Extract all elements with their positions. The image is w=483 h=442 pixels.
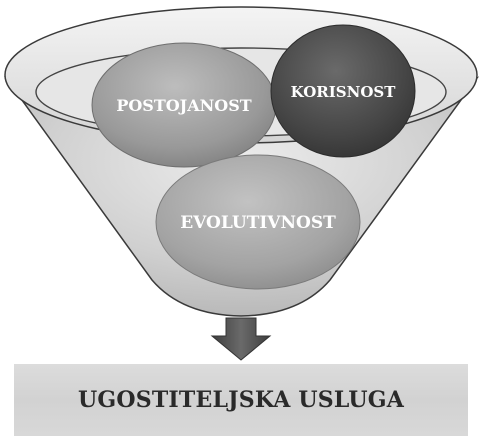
oval-evolutivnost: EVOLUTIVNOST <box>155 154 361 290</box>
down-arrow-icon <box>210 317 272 361</box>
oval-label-korisnost: KORISNOST <box>291 83 397 101</box>
oval-korisnost: KORISNOST <box>270 24 416 158</box>
oval-label-evolutivnost: EVOLUTIVNOST <box>180 213 336 233</box>
oval-postojanost: POSTOJANOST <box>91 42 277 168</box>
oval-label-postojanost: POSTOJANOST <box>116 96 251 115</box>
result-label: UGOSTITELJSKA USLUGA <box>78 387 404 413</box>
result-box: UGOSTITELJSKA USLUGA <box>14 364 468 436</box>
